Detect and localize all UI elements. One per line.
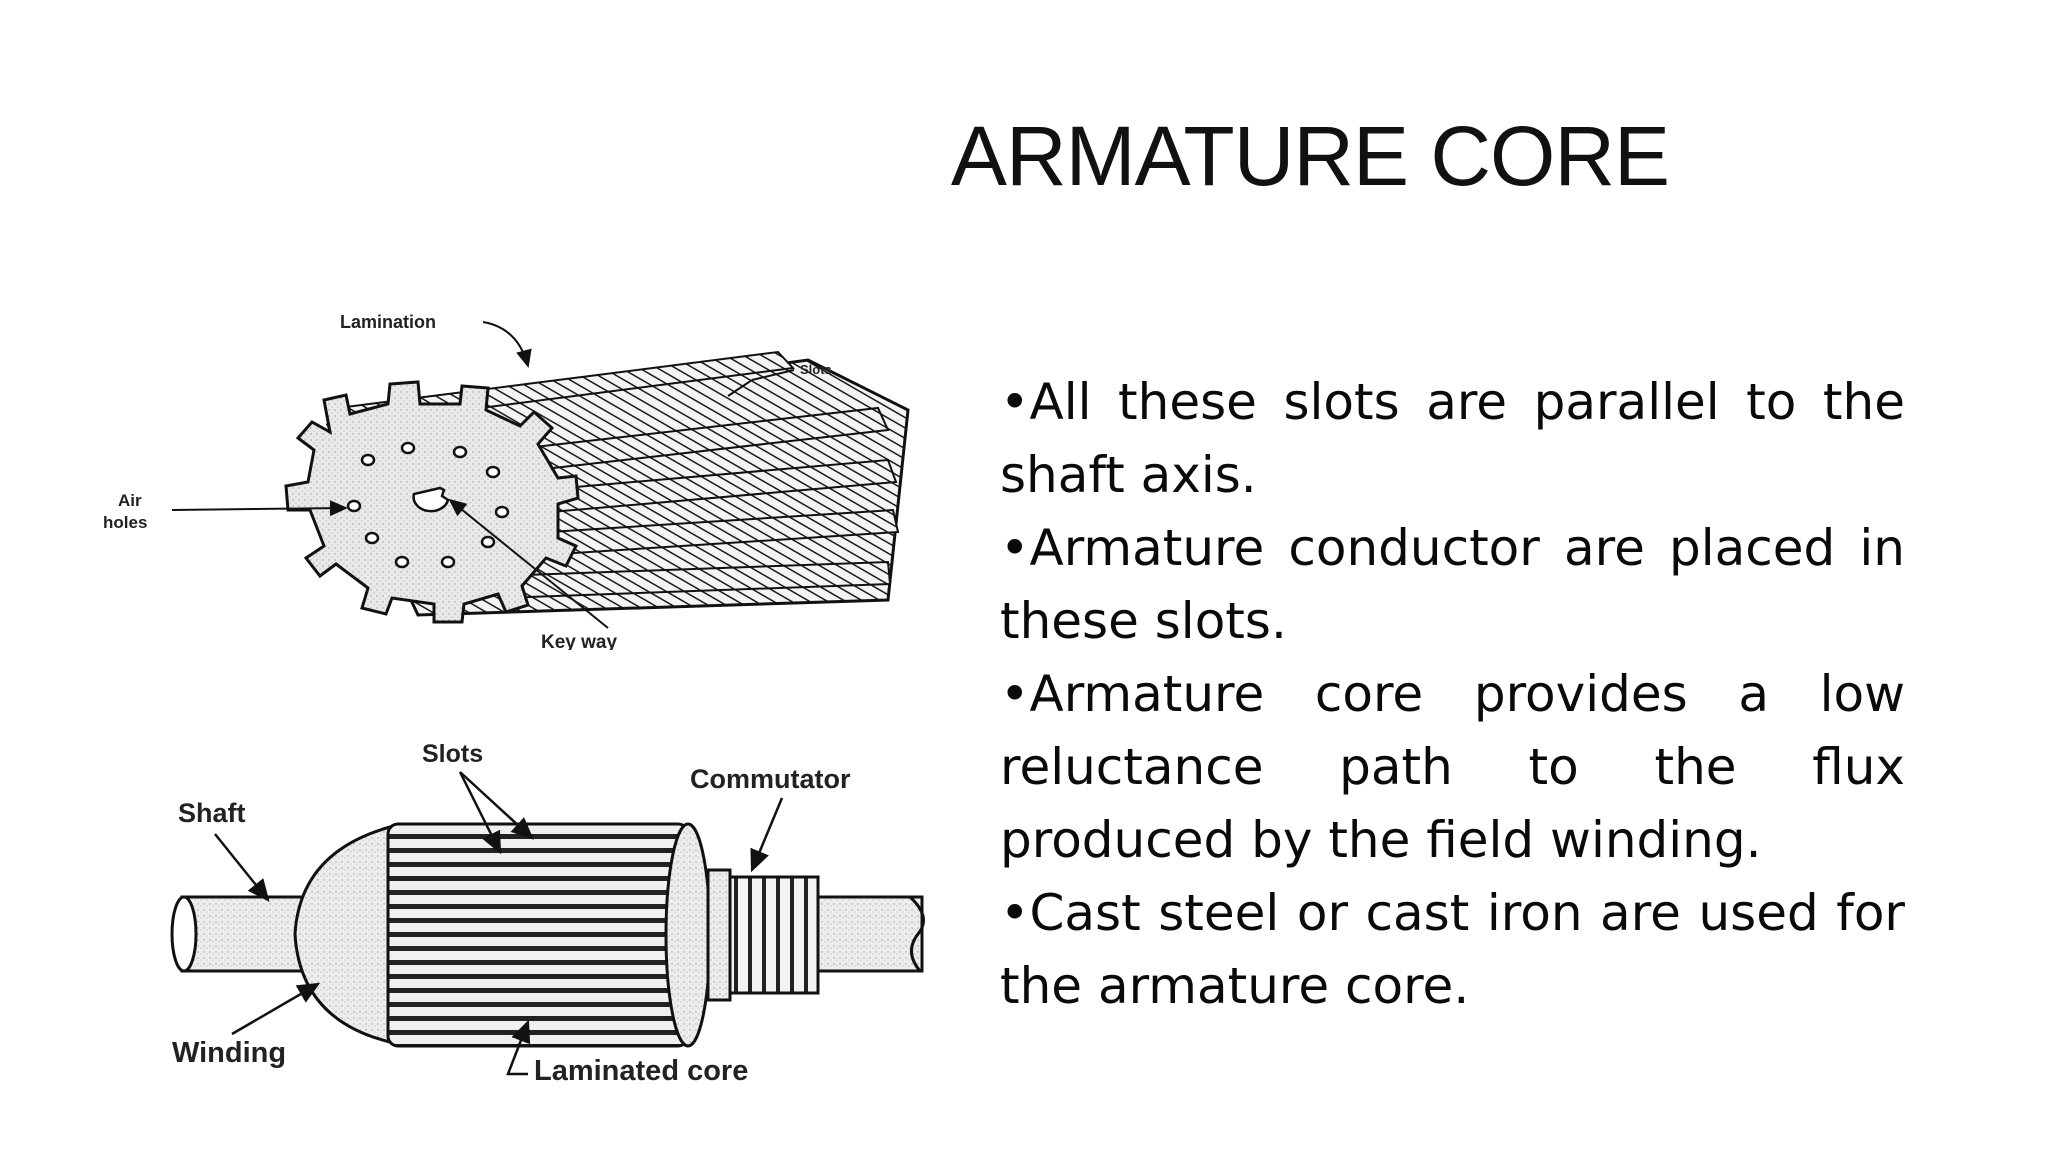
- air-holes-label-group: Air holes: [103, 491, 348, 532]
- bullet-item: Armature core provides a low reluctance …: [1000, 658, 1905, 877]
- commutator: [706, 868, 820, 1002]
- winding-end: [293, 825, 392, 1044]
- laminated-core-label: Laminated core: [534, 1055, 748, 1087]
- winding-label: Winding: [172, 1037, 286, 1069]
- armature-core-diagram: Lamination Slots Air holes Key way: [88, 300, 968, 650]
- air-label: Air: [118, 491, 142, 510]
- lamination-label-group: Lamination: [340, 312, 532, 368]
- laminated-core-label-group: Laminated core: [506, 1019, 748, 1087]
- shaft-label-group: Shaft: [178, 798, 270, 902]
- slots-label-group: Slots: [727, 362, 832, 397]
- winding-label-group: Winding: [172, 982, 321, 1069]
- bullet-item: All these slots are parallel to the shaf…: [1000, 366, 1905, 512]
- rotor-diagram: Slots Commutator Shaft Winding Laminated…: [160, 722, 960, 1117]
- key-way-label-group: Key way: [448, 498, 617, 650]
- bullet-list: All these slots are parallel to the shaf…: [1000, 366, 1905, 1023]
- bullet-item: Armature conductor are placed in these s…: [1000, 512, 1905, 658]
- commutator-label: Commutator: [690, 764, 851, 794]
- commutator-label-group: Commutator: [690, 764, 851, 873]
- bullet-item: Cast steel or cast iron are used for the…: [1000, 877, 1905, 1023]
- laminated-core: [386, 822, 712, 1048]
- key-way-label: Key way: [541, 632, 617, 650]
- shaft-label: Shaft: [178, 798, 246, 828]
- slide-title: ARMATURE CORE: [950, 109, 1670, 203]
- rotor-slots-label-group: Slots: [422, 740, 534, 855]
- holes-label: holes: [103, 513, 147, 532]
- lamination-label: Lamination: [340, 312, 436, 332]
- rotor-slots-label: Slots: [422, 740, 483, 768]
- lamination-face: [284, 380, 580, 624]
- slots-label: Slots: [800, 362, 832, 377]
